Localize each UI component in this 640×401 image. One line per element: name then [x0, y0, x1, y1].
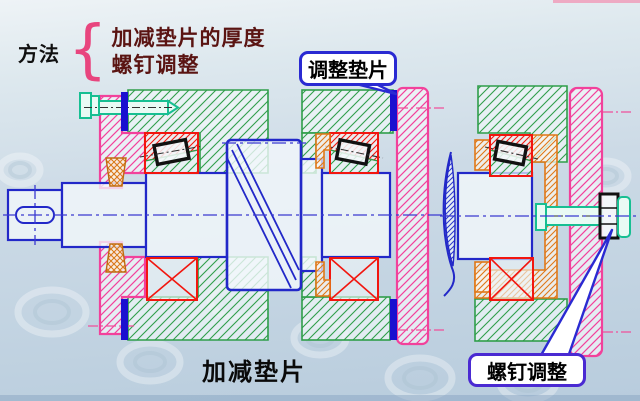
shim-callout-label: 调整垫片 — [308, 58, 388, 82]
felt-seal-upper — [105, 157, 127, 187]
tapered-bearing-left-upper — [139, 132, 204, 174]
method-block: 方法 { 加减垫片的厚度 螺钉调整 — [18, 10, 265, 87]
bottom-edge-shade — [0, 395, 640, 401]
right-assembly-screw-adjustment — [440, 85, 636, 358]
screw-callout-label: 螺钉调整 — [487, 359, 567, 384]
spacer-ring-lower — [315, 261, 331, 297]
brace-glyph: { — [68, 10, 108, 87]
cap-screw — [79, 92, 180, 119]
tapered-bearing-right-lower — [329, 257, 379, 301]
adjustment-shims — [121, 90, 397, 340]
felt-seal-lower — [105, 243, 127, 273]
screw-callout-box: 螺钉调整 — [468, 353, 586, 387]
method-items: 加减垫片的厚度 螺钉调整 — [111, 25, 265, 79]
left-drawing-caption: 加减垫片 — [202, 358, 306, 386]
left-assembly-shim-adjustment — [3, 86, 448, 346]
tapered-bearing-right-upper — [324, 132, 384, 174]
adjusting-cup — [474, 134, 558, 299]
shim-callout-box: 调整垫片 — [299, 51, 397, 86]
shaft-break-symbol — [444, 154, 456, 267]
method-item-shim-thickness: 加减垫片的厚度 — [111, 26, 266, 50]
spacer-ring-upper — [315, 133, 331, 169]
method-item-screw-adjust: 螺钉调整 — [111, 53, 200, 77]
method-label: 方法 — [18, 41, 60, 66]
tapered-bearing-right-assembly-lower — [489, 257, 534, 301]
tapered-bearing-right-assembly-upper — [484, 134, 539, 177]
tapered-bearing-left-lower — [146, 257, 198, 301]
top-edge-accent — [553, 0, 640, 3]
